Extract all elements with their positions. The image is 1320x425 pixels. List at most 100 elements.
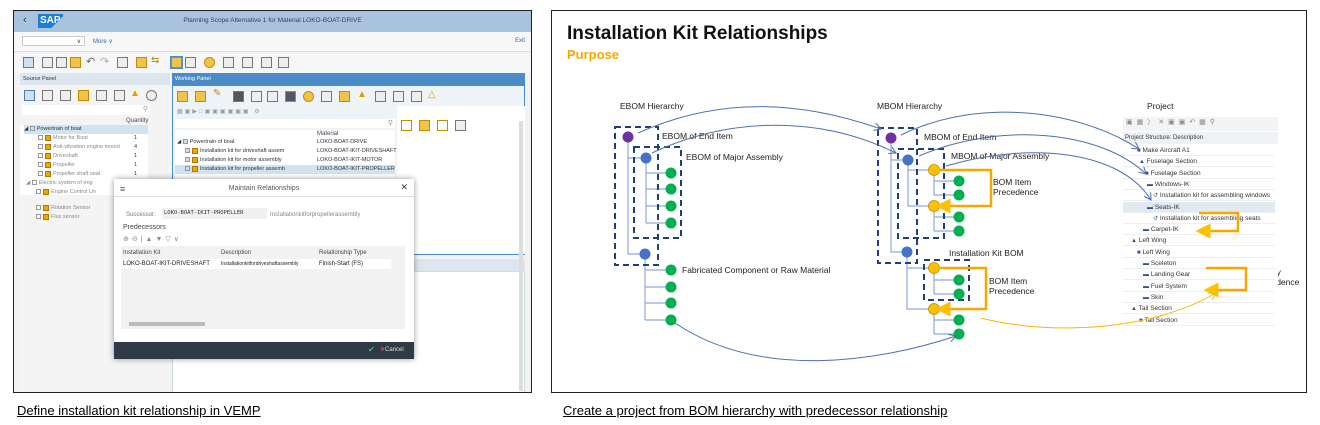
assign-icon[interactable] — [78, 90, 89, 101]
frame-icon[interactable] — [437, 120, 448, 131]
doc-icon[interactable] — [393, 91, 404, 102]
config-icon[interactable] — [303, 91, 314, 102]
successor-field[interactable]: LOKO-BOAT-IKIT-PROPELLER — [162, 208, 267, 219]
search-input[interactable]: ⚲ — [175, 119, 395, 128]
fit-icon[interactable] — [401, 120, 412, 131]
project-row[interactable]: ▬ Windows-IK — [1123, 179, 1275, 190]
tree-row[interactable]: Motor for Boat — [38, 134, 88, 143]
undo-icon[interactable]: ↶ — [86, 56, 96, 68]
tree-row[interactable]: ◢ Powertrain of boat — [24, 125, 148, 134]
variant-dropdown[interactable]: ∨ — [22, 36, 85, 46]
tree-row-selected[interactable]: Installation kit for propeller assemb — [185, 165, 285, 174]
list-icon[interactable] — [223, 57, 234, 68]
search-input[interactable]: ⚲ — [22, 105, 150, 115]
tree-row[interactable]: Flux sensor — [36, 213, 79, 222]
table-row[interactable]: LOKO-BOAT-IKIT-DRIVESHAFT Installationki… — [121, 259, 391, 269]
cell-installation-kit[interactable]: LOKO-BOAT-IKIT-DRIVESHAFT — [123, 261, 210, 267]
settings-icon[interactable] — [204, 57, 215, 68]
project-row[interactable]: ↺ Installation kit for assembling window… — [1123, 190, 1275, 202]
project-toolbar[interactable]: ▣▦〉✕▣▣↶▦⚲ — [1123, 117, 1278, 131]
caption-left: Define installation kit relationship in … — [17, 403, 261, 418]
table-icon[interactable] — [321, 91, 332, 102]
frame2-icon[interactable] — [267, 91, 278, 102]
tree-row[interactable]: Anti-vibration engine mount — [38, 143, 120, 152]
project-row[interactable]: ▬ Landing Gear — [1123, 269, 1275, 281]
column-icon[interactable] — [411, 91, 422, 102]
chevron-down-icon: ∨ — [76, 39, 81, 45]
installation-kit-node — [928, 262, 940, 274]
project-row[interactable]: ▬ Fuel System — [1123, 281, 1275, 292]
predecessor-toolbar[interactable]: ⊕⊖|▲▼▽∨ — [123, 236, 182, 243]
eye-icon[interactable] — [419, 120, 430, 131]
frame-icon[interactable] — [251, 91, 262, 102]
tree-row[interactable]: ◢ Electric system of eng — [26, 180, 93, 186]
tree-row[interactable]: Propeller — [38, 161, 75, 170]
slide-subtitle: Purpose — [567, 47, 620, 62]
grid-icon[interactable] — [70, 57, 81, 68]
hierarchy-icon[interactable] — [177, 91, 188, 102]
scrollbar[interactable] — [519, 121, 523, 391]
layout-icon[interactable] — [117, 57, 128, 68]
warning-icon[interactable]: ▲ — [357, 89, 367, 100]
more-menu[interactable]: More ∨ — [93, 39, 113, 45]
successor-description: Installationkitforpropellerassembly — [270, 212, 361, 218]
graphic-panel — [397, 106, 525, 254]
display-icon[interactable] — [136, 57, 147, 68]
report-icon[interactable] — [242, 57, 253, 68]
project-row[interactable]: ▲ Left Wing — [1123, 235, 1275, 247]
exit-button[interactable]: Exit — [514, 38, 525, 44]
tree-row[interactable]: Engine Control Un — [36, 188, 96, 197]
structure-icon[interactable] — [114, 90, 125, 101]
project-row[interactable]: ▲ Tail Section — [1123, 303, 1275, 315]
close-icon[interactable]: ✕ — [400, 182, 408, 192]
component-node — [953, 175, 965, 187]
tree-row[interactable]: Installation kit for motor assembly — [185, 156, 282, 165]
horizontal-scrollbar[interactable] — [129, 322, 205, 326]
hide-icon[interactable] — [455, 120, 466, 131]
back-icon[interactable]: ‹ — [23, 14, 27, 26]
tree-row[interactable]: Driveshaft — [38, 152, 78, 161]
assign-all-icon[interactable] — [96, 90, 107, 101]
project-row[interactable]: ■ Fuselage Section — [1123, 168, 1275, 179]
project-row[interactable]: ■ Make Aircraft A1 — [1123, 145, 1275, 156]
redo-icon[interactable]: ↷ — [100, 56, 110, 68]
tree-row[interactable]: Installation kit for driveshaft assem — [185, 147, 284, 156]
relationship-icon[interactable] — [170, 56, 183, 69]
link-icon[interactable] — [185, 57, 196, 68]
search-icon: ⚲ — [142, 106, 148, 113]
project-row[interactable]: ↺ Installation kit for assembling seats — [1123, 213, 1275, 224]
insert-icon[interactable] — [60, 90, 71, 101]
search-settings-icon[interactable] — [146, 90, 157, 101]
clipboard-icon[interactable] — [261, 57, 272, 68]
swap-icon[interactable]: ⇆ — [151, 55, 160, 66]
cancel-button[interactable]: ✖Cancel — [380, 346, 404, 353]
menu-icon[interactable]: ≡ — [120, 184, 126, 194]
mosaic-icon[interactable] — [285, 91, 296, 102]
add-icon[interactable] — [195, 91, 206, 102]
filter-icon[interactable] — [278, 57, 289, 68]
row-label: Tail Section — [1144, 316, 1178, 324]
edit-doc-icon[interactable] — [375, 91, 386, 102]
tree-connector — [891, 159, 934, 207]
save-icon[interactable] — [23, 57, 34, 68]
tree-row[interactable]: ◢ Powertrain of boat — [177, 139, 235, 145]
tree-row[interactable]: Rotation Sensor — [36, 204, 90, 213]
secondary-toolbar[interactable]: ▦▣▶□▣▣▣▣▣▣ ⚙ — [177, 109, 262, 115]
tree-row[interactable]: Propeller shaft seal — [38, 170, 100, 179]
warning-icon[interactable]: ▲ — [130, 88, 140, 99]
project-row[interactable]: ▲ Fuselage Section — [1123, 156, 1275, 168]
column-quantity: Quantity — [126, 118, 149, 124]
edit-icon[interactable]: ✎ — [213, 88, 222, 99]
alert-outline-icon[interactable]: △ — [428, 89, 436, 100]
cell-relationship-type[interactable]: Finish-Start (FS) — [319, 261, 364, 267]
checkmark-icon[interactable]: ✔ — [368, 345, 375, 354]
copy-icon[interactable] — [42, 90, 53, 101]
table2-icon[interactable] — [339, 91, 350, 102]
view-icon[interactable] — [42, 57, 53, 68]
node-icon: ▲ — [1131, 306, 1137, 313]
project-row[interactable]: ■ Left Wing — [1123, 247, 1275, 258]
display-icon[interactable] — [24, 90, 35, 101]
delete-icon[interactable] — [233, 91, 244, 102]
print-icon[interactable] — [56, 57, 67, 68]
project-row[interactable]: ▬ Sceleton — [1123, 258, 1275, 269]
